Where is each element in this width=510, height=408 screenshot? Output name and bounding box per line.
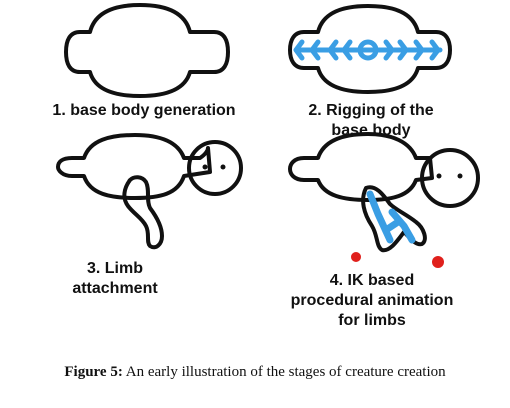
creature-body-shape (56, 133, 212, 200)
animated-body-shape (288, 132, 434, 202)
creature-head (187, 140, 243, 196)
caption-prefix: Figure 5: (64, 364, 123, 380)
stage-1-body (64, 3, 230, 98)
ik-target-marker (351, 252, 361, 262)
rig-skeleton (293, 39, 443, 61)
rig-body-shape (288, 4, 452, 94)
eye-icon (202, 164, 208, 170)
ik-target-marker (432, 256, 444, 268)
eye-icon (457, 173, 463, 179)
ik-bones (366, 190, 416, 244)
eye-icon (220, 164, 226, 170)
limb-shape (122, 175, 164, 250)
figure-caption: Figure 5: An early illustration of the s… (0, 364, 510, 381)
step-2-label: 2. Rigging of the base body (308, 102, 434, 139)
stage-3-body (56, 133, 243, 250)
step-1-label: 1. base body generation (52, 102, 236, 119)
step-3-label: 3. Limb attachment (72, 260, 158, 297)
base-body-shape (64, 3, 230, 98)
caption-text: An early illustration of the stages of c… (125, 364, 446, 380)
step-4-label: 4. IK based procedural animation for lim… (290, 272, 454, 329)
eye-icon (436, 173, 442, 179)
stage-4-body (288, 132, 480, 268)
creature-head (420, 148, 480, 208)
stage-2-body (288, 4, 452, 94)
